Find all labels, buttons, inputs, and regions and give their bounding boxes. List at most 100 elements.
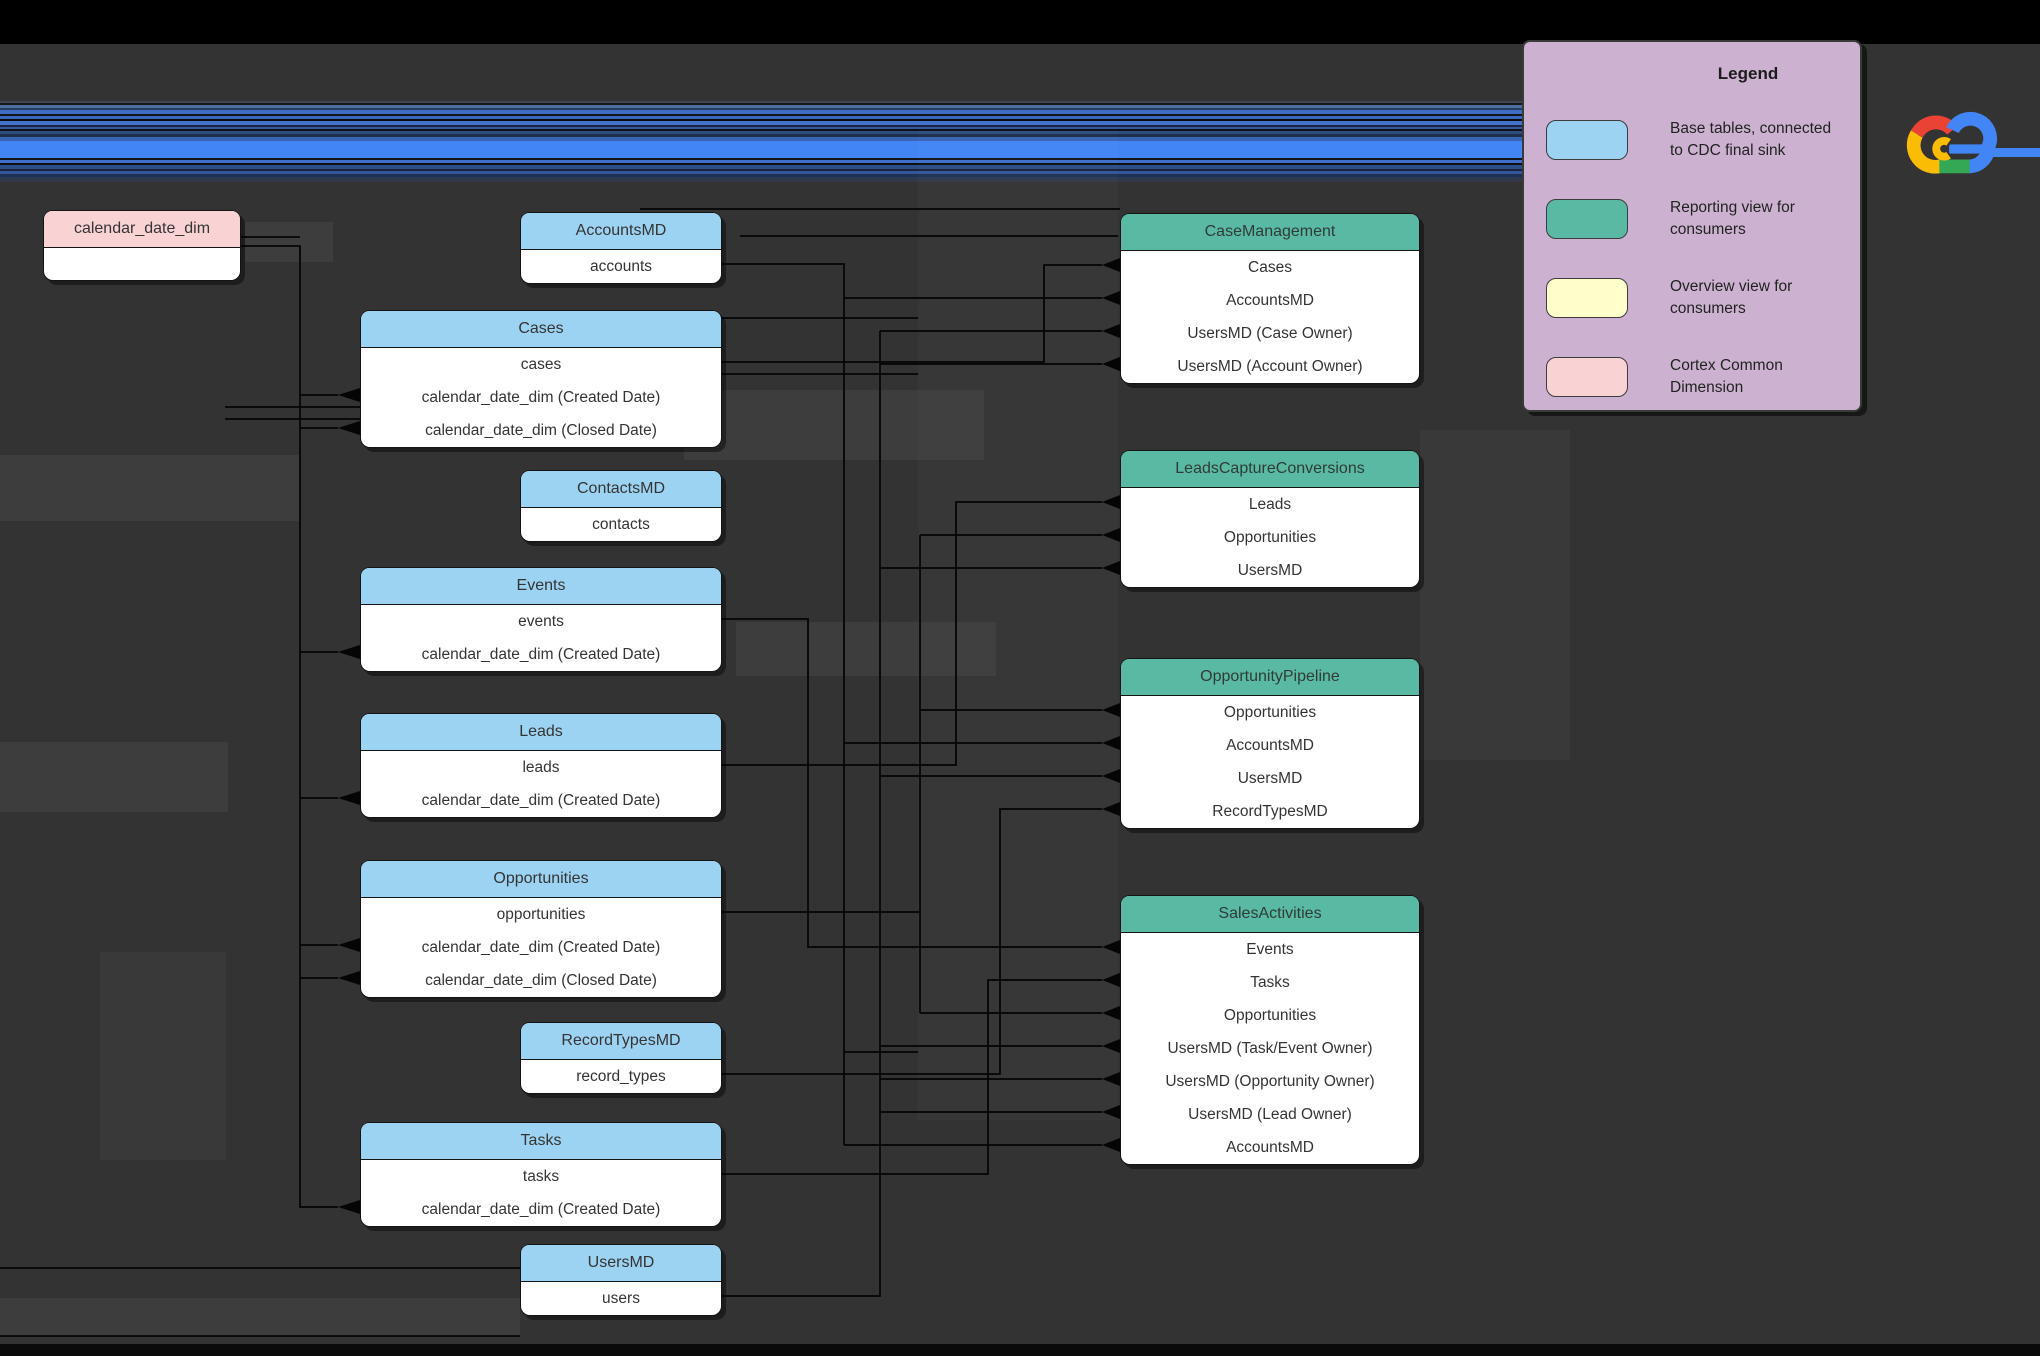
table-header: AccountsMD — [521, 213, 721, 250]
legend-item-reporting-view: Reporting view for consumers — [1524, 179, 1860, 258]
edge-calendar-trunk — [239, 245, 338, 1208]
ghost-rect — [736, 622, 996, 676]
table-row: AccountsMD — [1226, 1139, 1314, 1156]
legend-panel: Legend Base tables, connected to CDC fin… — [1522, 40, 1862, 412]
table-row: users — [602, 1290, 640, 1307]
glitch-stripe-right-segment — [1992, 148, 2040, 157]
table-header: Leads — [361, 714, 721, 751]
table-row: AccountsMD — [1226, 737, 1314, 754]
legend-label: Overview view for consumers — [1670, 277, 1793, 317]
table-header: CaseManagement — [1121, 214, 1419, 251]
table-body: contacts — [521, 508, 721, 541]
table-row: RecordTypesMD — [1212, 803, 1328, 820]
table-row: UsersMD (Opportunity Owner) — [1165, 1073, 1375, 1090]
legend-items: Base tables, connected to CDC final sink… — [1524, 100, 1860, 416]
table-row: calendar_date_dim (Created Date) — [421, 389, 661, 406]
table-row: UsersMD (Lead Owner) — [1188, 1106, 1352, 1123]
ghost-rect — [0, 742, 228, 812]
table-tasks: Tasks tasks calendar_date_dim (Created Da… — [360, 1122, 722, 1227]
table-cases: Cases cases calendar_date_dim (Created Da… — [360, 310, 722, 448]
table-header: calendar_date_dim — [44, 211, 240, 248]
table-opportunities: Opportunities opportunities calendar_date… — [360, 860, 722, 998]
table-row: Cases — [1248, 259, 1292, 276]
table-row: UsersMD (Task/Event Owner) — [1167, 1040, 1373, 1057]
table-row: calendar_date_dim (Created Date) — [421, 646, 661, 663]
table-row: accounts — [589, 258, 653, 275]
legend-item-base-tables: Base tables, connected to CDC final sink — [1524, 100, 1860, 179]
table-row: opportunities — [496, 906, 586, 923]
table-header: Opportunities — [361, 861, 721, 898]
table-row: calendar_date_dim (Created Date) — [421, 939, 661, 956]
table-row: cases — [520, 356, 562, 373]
table-row: events — [518, 613, 564, 630]
table-header: Events — [361, 568, 721, 605]
table-body: tasks calendar_date_dim (Created Date) — [361, 1160, 721, 1226]
table-header: LeadsCaptureConversions — [1121, 451, 1419, 488]
table-contacts-md: ContactsMD contacts — [520, 470, 722, 542]
legend-title: Legend — [1717, 64, 1779, 83]
table-body: opportunities calendar_date_dim (Created … — [361, 898, 721, 997]
table-row: leads — [522, 759, 560, 776]
ghost-rect — [0, 1298, 520, 1336]
table-row: Opportunities — [1223, 529, 1317, 546]
table-row: record_types — [576, 1068, 666, 1085]
table-header: SalesActivities — [1121, 896, 1419, 933]
table-header: OpportunityPipeline — [1121, 659, 1419, 696]
common-dimension-swatch — [1546, 356, 1628, 397]
table-row: calendar_date_dim (Created Date) — [421, 1201, 661, 1218]
legend-item-common-dimension: Cortex Common Dimension — [1524, 337, 1860, 416]
ghost-rect — [245, 222, 333, 262]
glitch-stripe-band — [0, 101, 1523, 182]
table-row: Events — [1246, 941, 1294, 958]
table-body: events calendar_date_dim (Created Date) — [361, 605, 721, 671]
ghost-rect — [684, 390, 984, 460]
table-events: Events events calendar_date_dim (Created … — [360, 567, 722, 672]
table-row: Opportunities — [1223, 1007, 1317, 1024]
table-body: accounts — [521, 250, 721, 283]
table-body: cases calendar_date_dim (Created Date) cal… — [361, 348, 721, 447]
edge-leads-leadscapture — [720, 501, 1102, 766]
table-header: UsersMD — [521, 1245, 721, 1282]
arrowheads — [338, 258, 1120, 1214]
google-cloud-logo-icon — [1906, 111, 1997, 174]
legend-label: Cortex Common Dimension — [1670, 356, 1783, 396]
table-body: users — [521, 1282, 721, 1315]
table-body — [44, 248, 240, 280]
edge-cases-casemanagement — [720, 264, 1102, 363]
table-header: Cases — [361, 311, 721, 348]
table-row: Leads — [1248, 496, 1292, 513]
table-row: calendar_date_dim (Closed Date) — [425, 422, 657, 439]
legend-item-overview-view: Overview view for consumers — [1524, 258, 1860, 337]
table-row: contacts — [592, 516, 650, 533]
table-row: Tasks — [1250, 974, 1290, 991]
ghost-rect — [0, 455, 300, 521]
table-row: UsersMD — [1237, 770, 1303, 787]
table-row: UsersMD (Case Owner) — [1187, 325, 1353, 342]
table-calendar-date-dim: calendar_date_dim — [43, 210, 241, 281]
table-header: ContactsMD — [521, 471, 721, 508]
table-header: Tasks — [361, 1123, 721, 1160]
bottom-black-bar — [0, 1344, 2040, 1356]
edge-accounts-trunk — [720, 263, 845, 1145]
table-accounts-md: AccountsMD accounts — [520, 212, 722, 284]
top-black-bar — [0, 0, 2040, 44]
table-row: calendar_date_dim (Closed Date) — [425, 972, 657, 989]
edge-events-salesactivities — [720, 618, 1102, 948]
overview-view-swatch — [1546, 277, 1628, 318]
table-row: AccountsMD — [1226, 292, 1314, 309]
table-row: Opportunities — [1223, 704, 1317, 721]
table-row: tasks — [522, 1168, 560, 1185]
table-row: UsersMD (Account Owner) — [1177, 358, 1363, 375]
